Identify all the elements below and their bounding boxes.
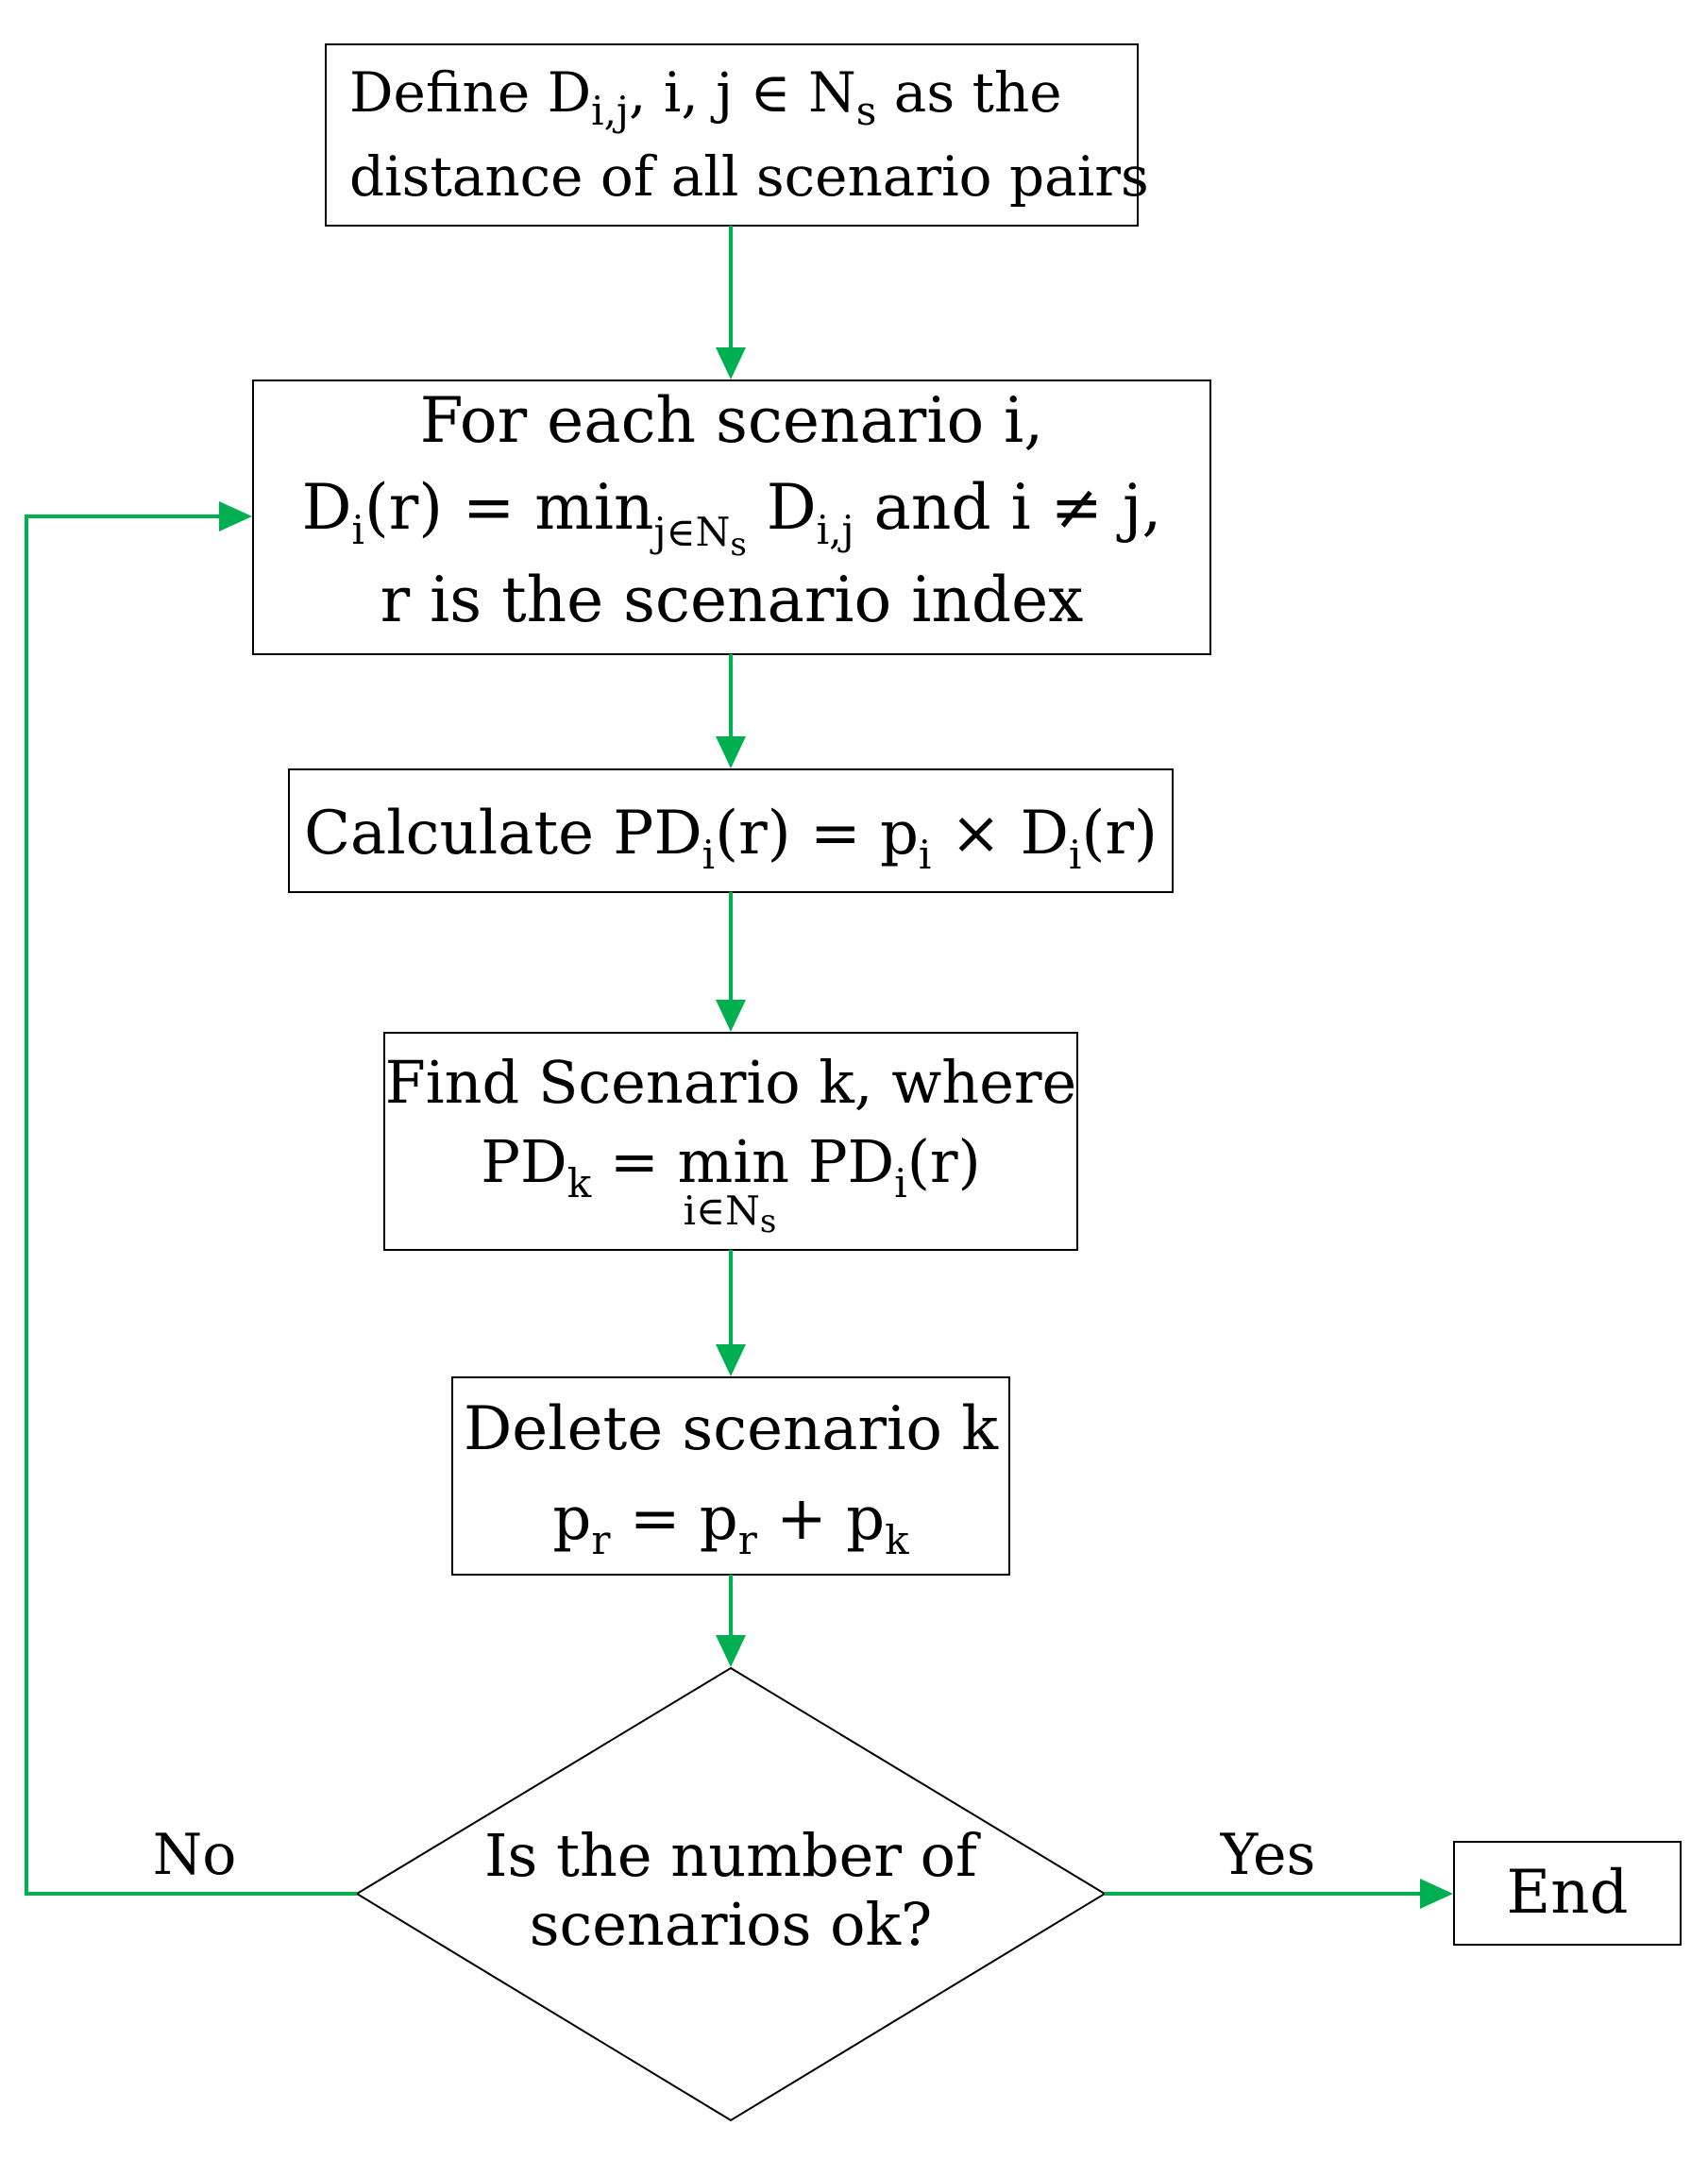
decision-line2: scenarios ok? [530, 1890, 933, 1959]
arrow-define-to-min [716, 226, 746, 380]
find-scenario-min-subscript: i∈Ns [684, 1188, 777, 1240]
find-scenario-line1: Find Scenario k, where [385, 1048, 1076, 1117]
arrow-min-to-calculate [716, 654, 746, 768]
calculate-pd-box-frame [288, 768, 1174, 893]
min-distance-box: For each scenario i, Di(r) = minj∈Ns Di,… [252, 380, 1211, 655]
delete-scenario-box: Delete scenario k pr = pr + pk [451, 1376, 1010, 1576]
min-distance-line1: For each scenario i, [420, 384, 1044, 457]
calculate-pd-text: Calculate PDi(r) = pi × Di(r) [304, 799, 1158, 878]
no-label: No [153, 1822, 237, 1888]
delete-scenario-box-frame [451, 1376, 1010, 1576]
decision-diamond: Is the number of scenarios ok? [355, 1666, 1107, 2122]
min-distance-line3: r is the scenario index [380, 564, 1084, 636]
find-scenario-box-frame [383, 1032, 1078, 1251]
end-box: End [1453, 1841, 1682, 1946]
define-distance-line1: Define Di,j, i, j ∈ Ns as the [349, 60, 1062, 134]
connectors [25, 226, 1453, 1909]
define-distance-box: Define Di,j, i, j ∈ Ns as the distance o… [325, 43, 1149, 227]
end-label: End [1507, 1858, 1629, 1928]
arrow-yes-to-end [1105, 1879, 1453, 1909]
arrow-find-to-delete [716, 1250, 746, 1376]
min-distance-line2: Di(r) = minj∈Ns Di,j and i ≠ j, [302, 471, 1162, 564]
find-scenario-line2: PDk = min PDi(r) [481, 1127, 980, 1206]
define-distance-box-frame [325, 43, 1139, 227]
decision-diamond-shape [355, 1666, 1107, 2122]
find-scenario-box: Find Scenario k, where PDk = min PDi(r) … [383, 1032, 1078, 1251]
define-distance-line2: distance of all scenario pairs [349, 144, 1149, 209]
end-box-frame [1453, 1841, 1682, 1946]
arrow-no-loop-back [25, 501, 357, 1896]
arrow-calculate-to-find [716, 892, 746, 1032]
calculate-pd-box: Calculate PDi(r) = pi × Di(r) [288, 768, 1174, 893]
yes-label: Yes [1220, 1822, 1316, 1888]
decision-line1: Is the number of [484, 1821, 981, 1890]
min-distance-box-frame [252, 380, 1211, 655]
arrow-delete-to-decision [716, 1575, 746, 1667]
delete-scenario-line2: pr = pr + pk [552, 1484, 909, 1563]
delete-scenario-line1: Delete scenario k [464, 1394, 999, 1464]
